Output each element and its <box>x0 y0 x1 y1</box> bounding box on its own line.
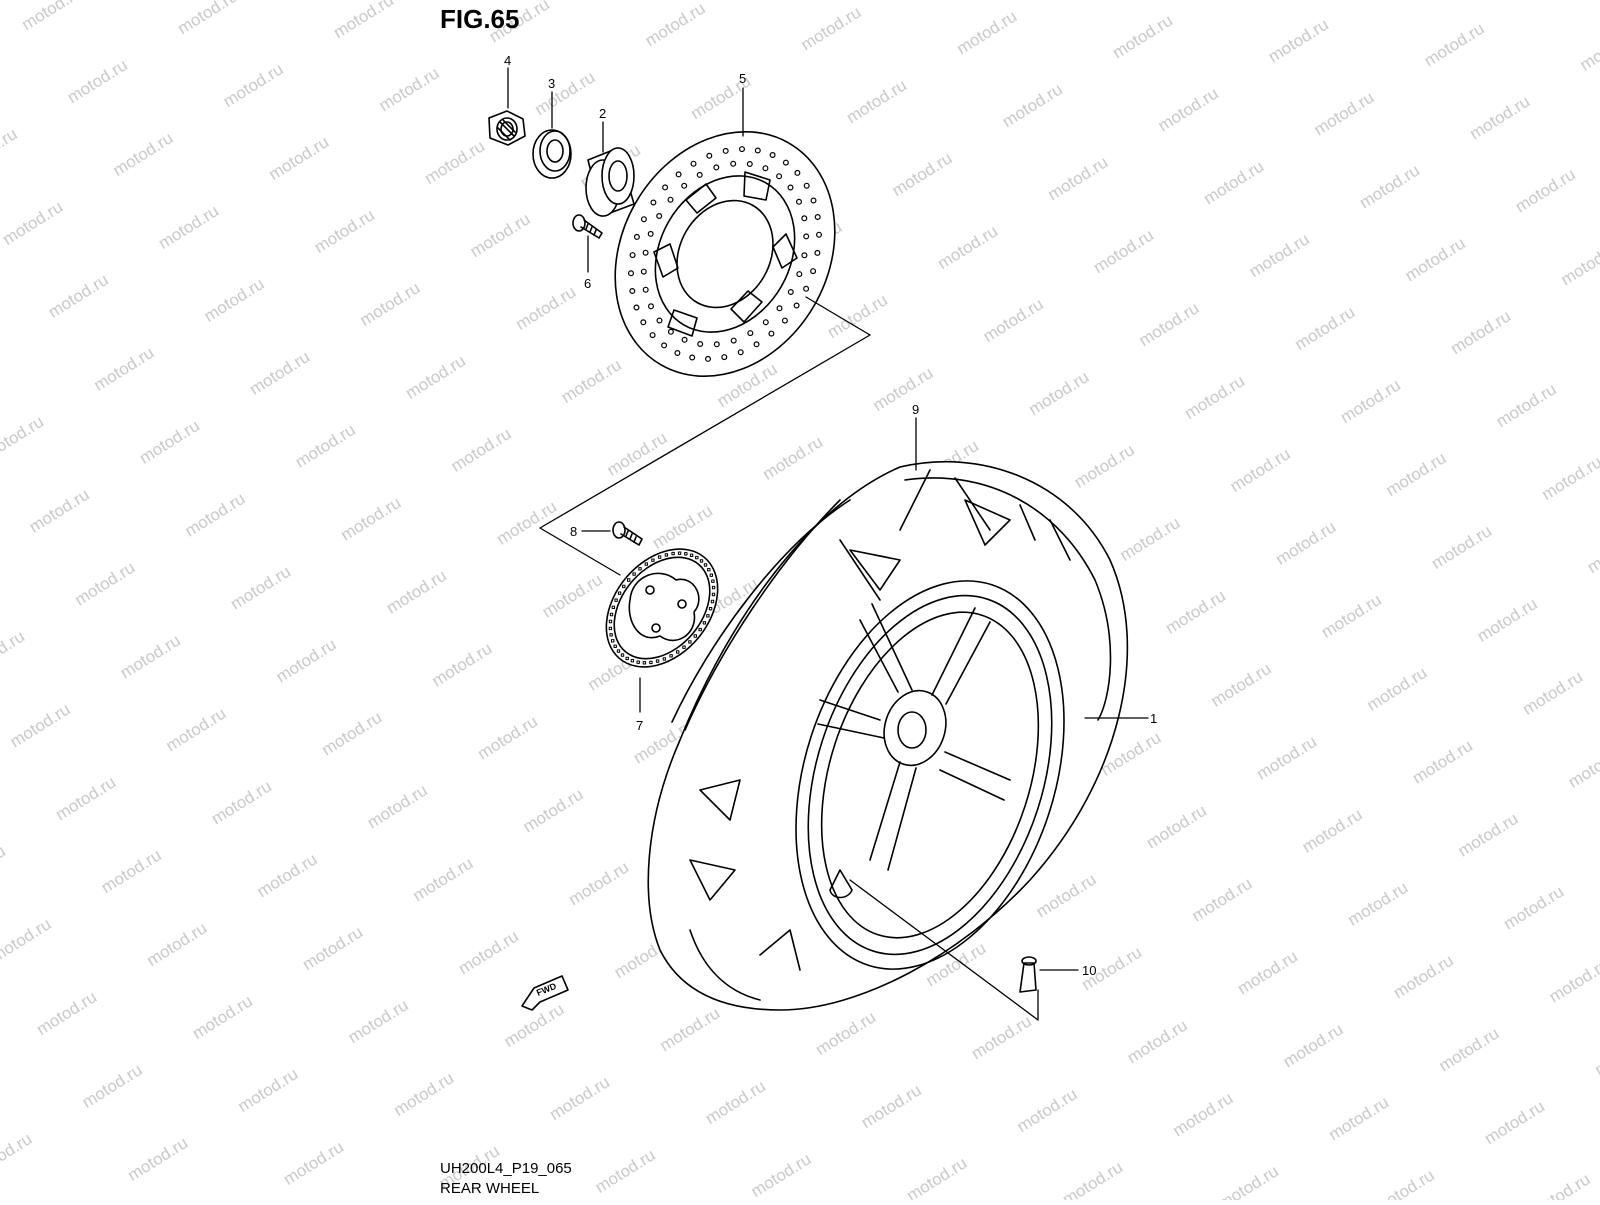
part-number-5: 5 <box>739 71 746 86</box>
washer-icon <box>532 129 572 179</box>
fwd-arrow-icon <box>521 975 569 1011</box>
part-number-2: 2 <box>599 106 606 121</box>
part-number-4: 4 <box>504 53 511 68</box>
brake-disc-icon <box>614 130 836 378</box>
figure-code: UH200L4_P19_065 <box>440 1160 572 1177</box>
part-number-9: 9 <box>912 402 919 417</box>
spacer-icon <box>585 147 635 217</box>
valve-icon <box>1019 956 1037 993</box>
part-number-1: 1 <box>1150 711 1157 726</box>
bolt-icon <box>572 214 603 239</box>
wheel-tire-icon <box>647 460 1129 1011</box>
figure-name: REAR WHEEL <box>440 1180 540 1197</box>
part-number-10: 10 <box>1082 963 1096 978</box>
part-number-6: 6 <box>584 276 591 291</box>
leader-lines <box>507 67 1149 1021</box>
sensor-ring-icon <box>605 548 719 668</box>
nut-icon <box>488 110 526 146</box>
part-number-3: 3 <box>548 76 555 91</box>
bolt-icon <box>612 521 643 546</box>
figure-title: FIG.65 <box>440 4 520 34</box>
part-number-7: 7 <box>636 718 643 733</box>
part-number-8: 8 <box>570 524 577 539</box>
